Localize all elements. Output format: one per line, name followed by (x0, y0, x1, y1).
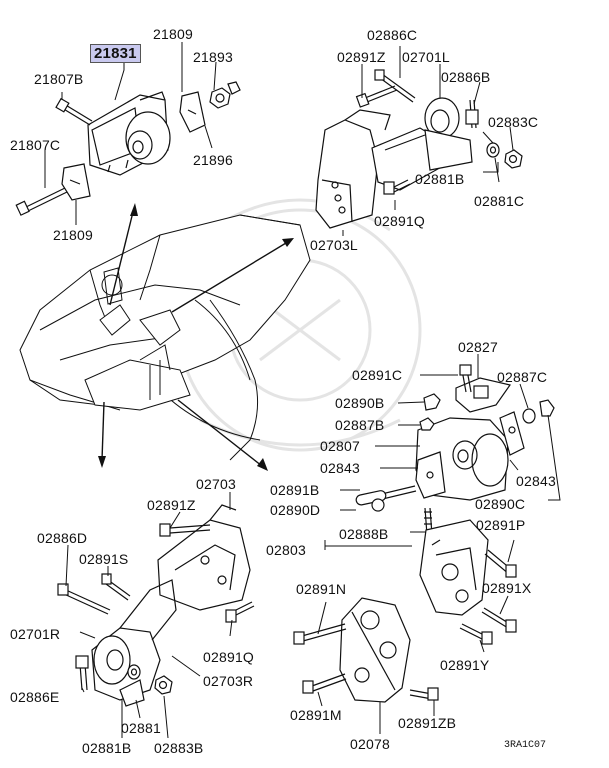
part-label-02807[interactable]: 02807 (320, 438, 360, 454)
part-label-02881b-bottom[interactable]: 02881B (82, 740, 132, 756)
leader-lines-bottom-right (317, 539, 515, 734)
part-label-02887c[interactable]: 02887C (497, 369, 548, 385)
part-label-02891x[interactable]: 02891X (482, 580, 532, 596)
part-label-02886d[interactable]: 02886D (37, 530, 88, 546)
part-label-02891zb[interactable]: 02891ZB (398, 715, 457, 731)
bolt-21807c (15, 187, 68, 216)
part-label-02890c[interactable]: 02890C (475, 496, 526, 512)
bolt-21807b (55, 97, 93, 126)
bolt-02886b (465, 99, 479, 129)
part-label-02843-right[interactable]: 02843 (516, 473, 556, 489)
bolt-02891s (101, 573, 131, 601)
leader-lines-bottom-left (65, 492, 233, 739)
part-label-02881c[interactable]: 02881C (474, 193, 525, 209)
drawing-code: 3RA1C07 (504, 740, 547, 751)
nut-02883b (154, 675, 173, 695)
part-label-21807c[interactable]: 21807C (10, 137, 61, 153)
part-label-02887b[interactable]: 02887B (335, 417, 385, 433)
nut-02890b (423, 393, 441, 411)
part-label-02890b[interactable]: 02890B (335, 395, 385, 411)
part-label-02891c[interactable]: 02891C (352, 367, 403, 383)
pad-21809-upper (179, 91, 206, 133)
bracket-02703 (157, 504, 251, 611)
part-label-21893[interactable]: 21893 (193, 49, 233, 65)
pad-21809-lower (61, 163, 91, 201)
bolt-02891z-top (355, 85, 398, 108)
part-label-02891y[interactable]: 02891Y (440, 657, 490, 673)
part-label-02703l[interactable]: 02703L (310, 237, 358, 253)
bolt-02891zb (409, 687, 439, 701)
leader-lines-mid-right (340, 354, 561, 533)
bolt-02886e (75, 655, 89, 691)
vehicle-body-outline (19, 214, 311, 461)
bolt-02891p (484, 549, 517, 578)
part-label-02886b[interactable]: 02886B (441, 69, 491, 85)
part-label-02890d[interactable]: 02890D (270, 502, 321, 518)
nut-21893 (209, 81, 241, 109)
bolt-02891z-bottom (159, 523, 211, 537)
part-label-02881b-top[interactable]: 02881B (415, 171, 465, 187)
part-label-02701l[interactable]: 02701L (402, 49, 450, 65)
plate-02843 (415, 411, 525, 499)
bolt-02891q-top (383, 179, 411, 195)
part-label-02883b[interactable]: 02883B (154, 740, 204, 756)
part-label-02827[interactable]: 02827 (458, 339, 498, 355)
part-label-02703r[interactable]: 02703R (203, 673, 254, 689)
part-label-02703[interactable]: 02703 (196, 476, 236, 492)
part-label-02886e[interactable]: 02886E (10, 689, 60, 705)
nut-02887b (419, 417, 435, 431)
bolt-02886c (374, 69, 416, 103)
part-label-02078[interactable]: 02078 (350, 736, 390, 752)
washer-02881c (486, 142, 500, 158)
part-label-02701r[interactable]: 02701R (10, 626, 61, 642)
bolt-02891b (355, 485, 417, 512)
arrow-heads (98, 203, 294, 471)
bracket-02803 (419, 519, 489, 616)
part-label-21809-lower[interactable]: 21809 (53, 227, 93, 243)
bolt-02891n (293, 623, 347, 645)
part-label-02881[interactable]: 02881 (121, 720, 161, 736)
bolt-02891x (481, 607, 517, 633)
engine-mount-02701l (371, 97, 473, 191)
part-label-21896[interactable]: 21896 (193, 152, 233, 168)
bolt-02886d (57, 583, 111, 615)
part-label-02891p[interactable]: 02891P (476, 517, 526, 533)
part-label-02891q-top[interactable]: 02891Q (374, 213, 426, 229)
vehicle-mount-locations (84, 267, 191, 411)
part-label-02883c[interactable]: 02883C (488, 114, 539, 130)
pointer-arrows (101, 211, 287, 467)
part-label-02891q-bottom[interactable]: 02891Q (203, 649, 255, 665)
washer-02881 (119, 664, 145, 707)
part-label-02888b[interactable]: 02888B (339, 526, 389, 542)
part-label-02891m[interactable]: 02891M (290, 707, 342, 723)
part-label-02891n[interactable]: 02891N (296, 581, 347, 597)
mount-bracket-21831 (87, 91, 171, 176)
part-label-02891z-bottom[interactable]: 02891Z (147, 497, 196, 513)
leader-lines-top-left (44, 42, 217, 225)
part-label-21807b[interactable]: 21807B (34, 71, 84, 87)
part-label-02886c[interactable]: 02886C (367, 27, 418, 43)
bolt-02891y (459, 623, 493, 645)
part-label-02891s[interactable]: 02891S (79, 551, 129, 567)
part-label-02803[interactable]: 02803 (266, 542, 306, 558)
part-label-02891b[interactable]: 02891B (270, 482, 320, 498)
engine-mount-02701r (91, 579, 177, 701)
bolt-02891c (459, 364, 472, 393)
bolt-02891m (302, 673, 347, 694)
bracket-02078 (339, 597, 411, 703)
washer-02887c (522, 399, 555, 424)
part-label-21809-upper[interactable]: 21809 (153, 26, 193, 42)
bolt-02891q-bottom (225, 601, 255, 623)
part-label-21831[interactable]: 21831 (90, 44, 141, 63)
leader-lines-top-right (342, 46, 514, 236)
part-label-02843-left[interactable]: 02843 (320, 460, 360, 476)
part-label-02891z-top[interactable]: 02891Z (337, 49, 386, 65)
nut-02883c (504, 149, 523, 169)
